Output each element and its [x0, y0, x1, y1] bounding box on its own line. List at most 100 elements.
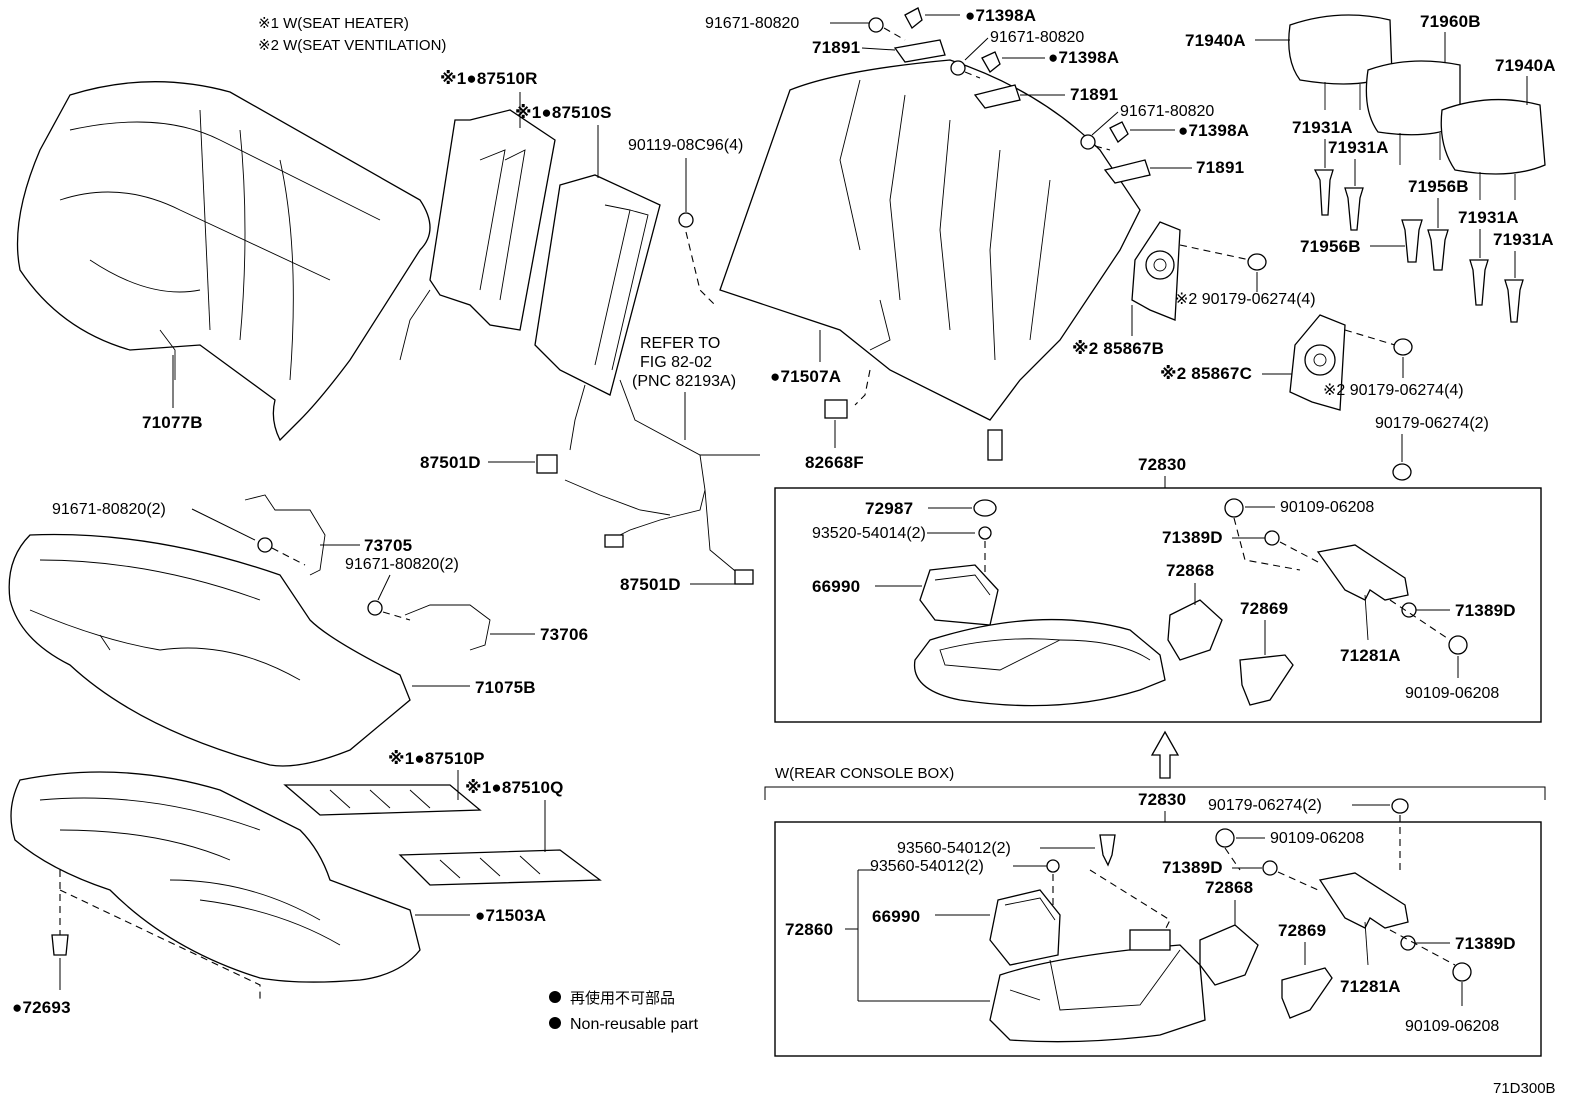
seatback-cover-71077B	[16, 81, 431, 442]
label-71940A-right: 71940A	[1495, 56, 1556, 75]
screw-93560-a	[1099, 834, 1116, 867]
legend-dot-ja	[549, 991, 561, 1003]
heater-pad-87510S	[534, 174, 661, 451]
bracket-71891-c	[1103, 159, 1151, 184]
bracket-71891-b	[973, 84, 1021, 109]
console-option-label: W(REAR CONSOLE BOX)	[775, 765, 954, 782]
nut-90179-d	[1391, 798, 1409, 814]
heater-pad-87510R	[399, 109, 556, 361]
clip-71398A-b	[981, 51, 1001, 73]
console-option-bracket	[764, 786, 1546, 800]
bolt-91671-a	[868, 17, 884, 33]
label-73706: 73706	[540, 625, 588, 644]
label-90179-d: 90179-06274(2)	[1208, 797, 1322, 814]
label-90179-a: ※2 90179-06274(4)	[1175, 291, 1316, 308]
label-72869-bottom: 72869	[1278, 921, 1326, 940]
label-93560-b: 93560-54012(2)	[870, 858, 984, 875]
label-93520: 93520-54014(2)	[812, 525, 926, 542]
label-71075B: 71075B	[475, 678, 536, 697]
screw-93560-b	[1046, 859, 1060, 873]
support-71931A-c	[1469, 259, 1489, 306]
label-71389D-c: 71389D	[1162, 858, 1223, 877]
hook-73706	[404, 604, 491, 651]
label-90179-b: ※2 90179-06274(4)	[1323, 382, 1464, 399]
label-87501D-bottom: 87501D	[620, 575, 681, 594]
nut-90179-c	[1392, 463, 1412, 481]
label-72830-top: 72830	[1138, 455, 1186, 474]
label-87510Q: ※1●87510Q	[465, 778, 564, 797]
bolt-91671-c	[1080, 134, 1096, 150]
label-71931A-b: 71931A	[1328, 138, 1389, 157]
seatback-frame-71507A	[719, 59, 1141, 461]
wire-harness	[564, 379, 760, 585]
label-71960B: 71960B	[1420, 12, 1481, 31]
armrest-box-72830	[774, 487, 1542, 723]
label-66990-top: 66990	[812, 577, 860, 596]
label-71891-c: 71891	[1196, 158, 1244, 177]
label-71931A-d: 71931A	[1493, 230, 1554, 249]
refer-line-3: (PNC 82193A)	[632, 373, 736, 390]
support-71956B-b	[1401, 219, 1423, 263]
label-71398A-c: ●71398A	[1178, 121, 1249, 140]
label-71956B-a: 71956B	[1408, 177, 1469, 196]
note-seat-heater: ※1 W(SEAT HEATER)	[258, 15, 409, 32]
label-90119: 90119-08C96(4)	[628, 137, 743, 154]
label-71956B-b: 71956B	[1300, 237, 1361, 256]
support-71931A-d	[1504, 279, 1524, 323]
label-91671-d: 91671-80820(2)	[52, 501, 166, 518]
nut-71389D-c	[1262, 860, 1278, 876]
clip-71398A-a	[904, 7, 923, 29]
figure-id: 71D300B	[1493, 1080, 1556, 1097]
label-91671-e: 91671-80820(2)	[345, 556, 459, 573]
heater-pad-87510Q	[398, 849, 602, 886]
armrest-body	[913, 618, 1166, 707]
console-box-72860	[774, 821, 1542, 1057]
label-91671-b: 91671-80820	[990, 29, 1084, 46]
screw-93520	[978, 526, 992, 540]
label-87510S: ※1●87510S	[515, 103, 612, 122]
label-71281A-top: 71281A	[1340, 646, 1401, 665]
cover-72869-top	[1239, 654, 1294, 706]
label-71931A-c: 71931A	[1458, 208, 1519, 227]
label-85867C: ※2 85867C	[1160, 364, 1252, 383]
label-73705: 73705	[364, 536, 412, 555]
label-93560-a: 93560-54012(2)	[897, 840, 1011, 857]
label-71398A-b: ●71398A	[1048, 48, 1119, 67]
label-90109-c: 90109-06208	[1270, 830, 1364, 847]
cover-72869-bottom	[1281, 967, 1333, 1019]
cover-72868-bottom	[1199, 924, 1259, 986]
label-72830-bottom: 72830	[1138, 790, 1186, 809]
seat-cushion-cover-71075B	[8, 533, 411, 767]
legend-dot-en	[549, 1017, 561, 1029]
label-87510P: ※1●87510P	[388, 749, 485, 768]
support-71956B-a	[1427, 229, 1449, 271]
label-71077B: 71077B	[142, 413, 203, 432]
legend-text-en: Non-reusable part	[570, 1016, 699, 1033]
bolt-90109-a	[1224, 498, 1244, 518]
nut-90179-a	[1247, 253, 1267, 271]
headrest-71940A-right	[1440, 98, 1546, 200]
console-body-72860	[989, 929, 1206, 1043]
label-71507A: ●71507A	[770, 367, 841, 386]
legend-text-ja: 再使用不可部品	[570, 990, 675, 1007]
label-72693: ●72693	[12, 998, 71, 1017]
connector-87501D-top	[536, 454, 558, 474]
hinge-71281A-bottom	[1318, 872, 1409, 966]
cup-holder-66990-bottom	[989, 889, 1061, 966]
label-90109-a: 90109-06208	[1280, 499, 1374, 516]
label-82668F: 82668F	[805, 453, 864, 472]
clip-72693	[51, 934, 69, 956]
bolt-90109-d	[1452, 962, 1472, 982]
cap-72987	[973, 499, 997, 517]
label-85867B: ※2 85867B	[1072, 339, 1164, 358]
label-90179-c: 90179-06274(2)	[1375, 415, 1489, 432]
label-71389D-d: 71389D	[1455, 934, 1516, 953]
fan-85867C	[1289, 314, 1346, 411]
label-72987: 72987	[865, 499, 913, 518]
label-71891-b: 71891	[1070, 85, 1118, 104]
seat-cushion-pad-71503A	[10, 771, 421, 983]
label-71503A: ●71503A	[475, 906, 546, 925]
bolt-90109-c	[1215, 828, 1235, 848]
fan-85867B	[1131, 221, 1181, 321]
